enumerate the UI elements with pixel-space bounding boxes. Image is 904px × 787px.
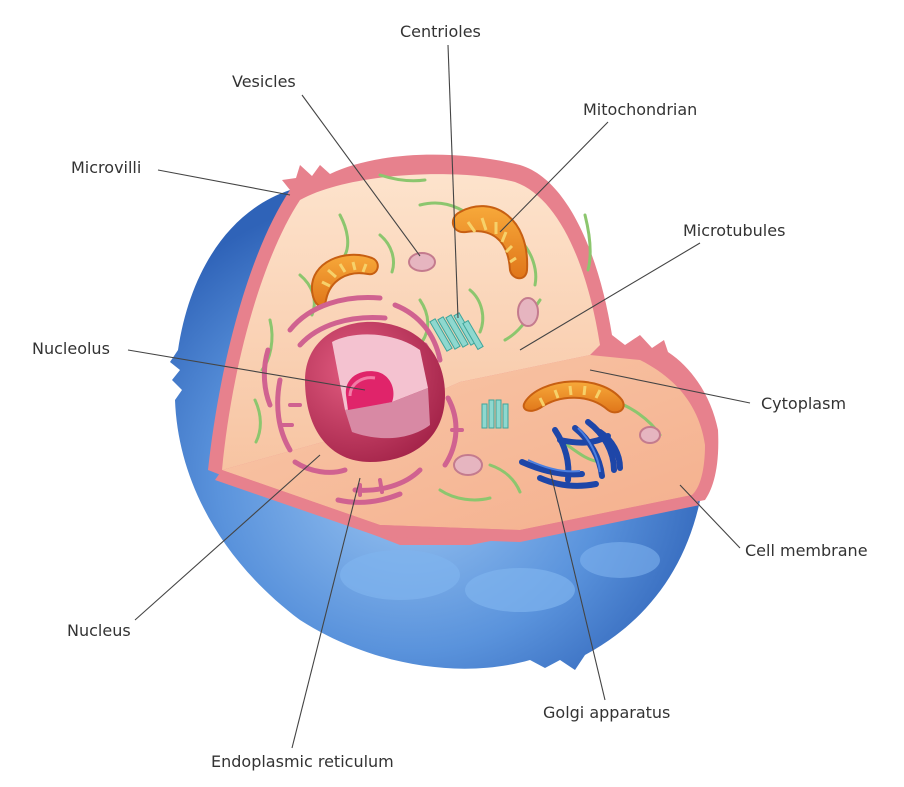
label-nucleus: Nucleus [67, 621, 131, 641]
label-microtubules: Microtubules [683, 221, 785, 241]
shell-highlight [580, 542, 660, 578]
vesicle [409, 253, 435, 271]
nucleus [305, 322, 445, 462]
shell-highlight [340, 550, 460, 600]
label-vesicles: Vesicles [232, 72, 296, 92]
shell-highlight [465, 568, 575, 612]
vesicle [454, 455, 482, 475]
label-cell-membrane: Cell membrane [745, 541, 868, 561]
label-mitochondrian: Mitochondrian [583, 100, 697, 120]
label-golgi-apparatus: Golgi apparatus [543, 703, 670, 723]
label-cytoplasm: Cytoplasm [761, 394, 846, 414]
label-endoplasmic-reticulum: Endoplasmic reticulum [211, 752, 394, 772]
label-microvilli: Microvilli [71, 158, 141, 178]
vesicle [518, 298, 538, 326]
vesicle [640, 427, 660, 443]
label-centrioles: Centrioles [400, 22, 481, 42]
leader-microvilli [158, 170, 290, 195]
label-nucleolus: Nucleolus [32, 339, 110, 359]
